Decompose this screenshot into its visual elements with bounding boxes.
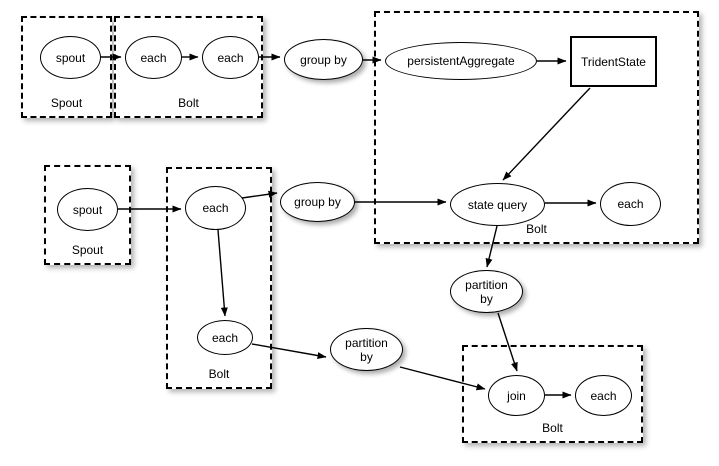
node-label: join bbox=[507, 388, 526, 403]
group-label: Bolt bbox=[542, 421, 563, 435]
node-each-mid-2[interactable]: each bbox=[197, 320, 253, 355]
node-label: group by bbox=[300, 52, 347, 67]
node-state-query[interactable]: state query bbox=[450, 183, 545, 226]
node-each-right[interactable]: each bbox=[600, 182, 661, 226]
group-label: Bolt bbox=[208, 367, 230, 381]
node-label: persistentAggregate bbox=[407, 54, 515, 68]
node-label: each bbox=[140, 50, 167, 65]
node-label: each bbox=[590, 388, 617, 403]
node-partition-by-upper[interactable]: partition by bbox=[450, 270, 523, 313]
node-label: partition by bbox=[345, 335, 388, 364]
group-label: Bolt bbox=[178, 96, 199, 110]
node-label: spout bbox=[55, 50, 86, 65]
node-label: spout bbox=[72, 202, 103, 217]
node-trident-state[interactable]: TridentState bbox=[570, 36, 657, 87]
node-each-top-2[interactable]: each bbox=[202, 36, 259, 79]
node-label: partition by bbox=[465, 277, 508, 306]
group-label: Spout bbox=[71, 243, 104, 257]
node-group-by-top[interactable]: group by bbox=[284, 39, 363, 80]
node-label: state query bbox=[467, 197, 528, 212]
node-label: each bbox=[617, 197, 644, 211]
node-persistent-aggregate[interactable]: persistentAggregate bbox=[385, 42, 537, 80]
node-label: group by bbox=[294, 195, 341, 209]
node-each-mid-1[interactable]: each bbox=[185, 186, 246, 230]
node-join[interactable]: join bbox=[488, 375, 545, 416]
node-spout-mid[interactable]: spout bbox=[57, 188, 118, 231]
node-each-bottom[interactable]: each bbox=[575, 375, 632, 416]
node-label: each bbox=[202, 201, 229, 215]
node-each-top-1[interactable]: each bbox=[125, 36, 182, 79]
node-label: each bbox=[217, 50, 244, 65]
node-partition-by-lower[interactable]: partition by bbox=[330, 328, 403, 371]
node-spout-top[interactable]: spout bbox=[40, 36, 101, 79]
node-group-by-mid[interactable]: group by bbox=[280, 182, 355, 222]
node-label: each bbox=[211, 330, 239, 345]
node-label: TridentState bbox=[581, 54, 646, 69]
group-label: Bolt bbox=[526, 222, 547, 236]
group-label: Spout bbox=[50, 96, 83, 110]
